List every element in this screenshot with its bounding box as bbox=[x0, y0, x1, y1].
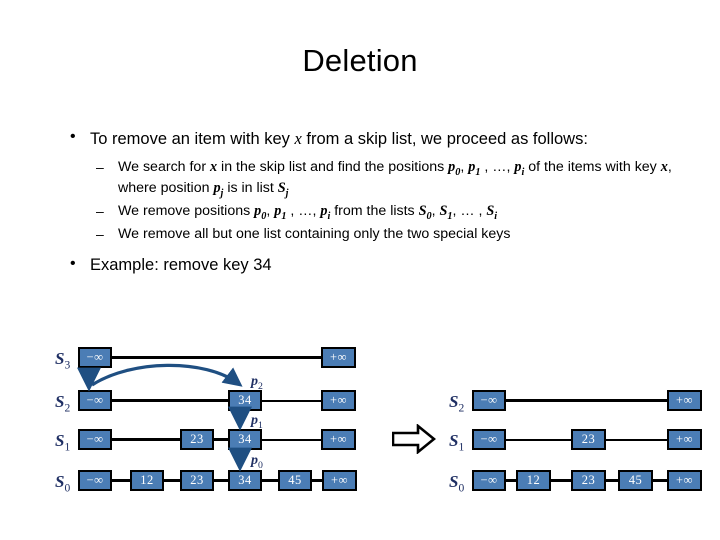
link-after-s0-0 bbox=[504, 479, 517, 482]
level-label-s0-after: S0 bbox=[449, 472, 465, 495]
bullet-level2-text-special: We remove all but one list containing on… bbox=[118, 226, 511, 243]
node-after-s0-neg-inf[interactable]: −∞ bbox=[472, 470, 506, 491]
level-label-s2-after: S2 bbox=[449, 392, 465, 415]
position-label-p2: p2 bbox=[251, 374, 263, 392]
level-label-s1: S1 bbox=[55, 431, 71, 454]
node-after-s0-23[interactable]: 23 bbox=[571, 470, 606, 491]
bullet-level1-remove-item: • To remove an item with key x from a sk… bbox=[62, 128, 674, 150]
node-s2-pos-inf[interactable]: +∞ bbox=[321, 390, 356, 411]
link-s0-0 bbox=[110, 479, 132, 482]
node-s1-23[interactable]: 23 bbox=[180, 429, 214, 450]
node-s0-34[interactable]: 34 bbox=[228, 470, 262, 491]
node-after-s2-pos-inf[interactable]: +∞ bbox=[667, 390, 702, 411]
position-label-p0: p0 bbox=[251, 453, 263, 471]
link-after-s2-0 bbox=[504, 399, 669, 402]
bullet-level2-remove-positions: – We remove positions p0, p1 , …, pi fro… bbox=[62, 202, 674, 223]
bullet-marker-icon: • bbox=[70, 254, 76, 272]
bullet-marker-icon: • bbox=[70, 128, 76, 145]
dash-marker-icon: – bbox=[96, 226, 104, 243]
node-s0-12[interactable]: 12 bbox=[130, 470, 164, 491]
bullet-level2-text-remove: We remove positions p0, p1 , …, pi from … bbox=[118, 203, 498, 223]
bullet-level2-search: – We search for x in the skip list and f… bbox=[62, 158, 674, 200]
link-s0-3 bbox=[261, 479, 280, 482]
node-s0-neg-inf[interactable]: −∞ bbox=[78, 470, 112, 491]
node-after-s0-pos-inf[interactable]: +∞ bbox=[667, 470, 702, 491]
transition-right-arrow-icon bbox=[392, 424, 436, 454]
slide-body: • To remove an item with key x from a sk… bbox=[62, 128, 674, 278]
link-s1-1 bbox=[213, 438, 230, 441]
bullet-level2-remove-lists: – We remove all but one list containing … bbox=[62, 225, 674, 243]
node-after-s1-pos-inf[interactable]: +∞ bbox=[667, 429, 702, 450]
link-s2-1 bbox=[262, 400, 323, 402]
node-s3-neg-inf[interactable]: −∞ bbox=[78, 347, 112, 368]
node-s1-neg-inf[interactable]: −∞ bbox=[78, 429, 112, 450]
dash-marker-icon: – bbox=[96, 203, 104, 220]
link-after-s0-2 bbox=[605, 479, 619, 482]
bullet-level1-example: • Example: remove key 34 bbox=[62, 255, 674, 276]
bullet-level1-text: To remove an item with key x from a skip… bbox=[90, 129, 588, 148]
link-after-s0-3 bbox=[653, 479, 669, 482]
level-label-s0: S0 bbox=[55, 472, 71, 495]
node-s1-pos-inf[interactable]: +∞ bbox=[321, 429, 356, 450]
link-s1-2 bbox=[262, 439, 323, 441]
page-title: Deletion bbox=[302, 43, 418, 78]
link-s1-0 bbox=[110, 438, 181, 441]
level-label-s3: S3 bbox=[55, 349, 71, 372]
node-after-s0-45[interactable]: 45 bbox=[618, 470, 653, 491]
node-after-s1-23[interactable]: 23 bbox=[571, 429, 606, 450]
bullet-level1-example-text: Example: remove key 34 bbox=[90, 255, 272, 274]
link-s0-1 bbox=[164, 479, 182, 482]
node-after-s1-neg-inf[interactable]: −∞ bbox=[472, 429, 506, 450]
node-s0-pos-inf[interactable]: +∞ bbox=[322, 470, 357, 491]
level-label-s2: S2 bbox=[55, 392, 71, 415]
link-s2-0 bbox=[110, 399, 230, 402]
node-s0-23[interactable]: 23 bbox=[180, 470, 214, 491]
link-after-s1-1 bbox=[606, 439, 669, 441]
dash-marker-icon: – bbox=[96, 159, 104, 176]
bullet-level2-text-search: We search for x in the skip list and fin… bbox=[118, 159, 672, 200]
node-after-s2-neg-inf[interactable]: −∞ bbox=[472, 390, 506, 411]
level-label-s1-after: S1 bbox=[449, 431, 465, 454]
link-s0-4 bbox=[312, 479, 324, 482]
link-after-s1-0 bbox=[504, 439, 572, 441]
position-label-p1: p1 bbox=[251, 413, 263, 431]
node-s3-pos-inf[interactable]: +∞ bbox=[321, 347, 356, 368]
link-s0-2 bbox=[213, 479, 230, 482]
node-s0-45[interactable]: 45 bbox=[278, 470, 312, 491]
curved-arrow-to-p2 bbox=[91, 363, 243, 387]
link-s3-0 bbox=[110, 356, 323, 359]
node-after-s0-12[interactable]: 12 bbox=[516, 470, 551, 491]
link-after-s0-1 bbox=[551, 479, 571, 482]
